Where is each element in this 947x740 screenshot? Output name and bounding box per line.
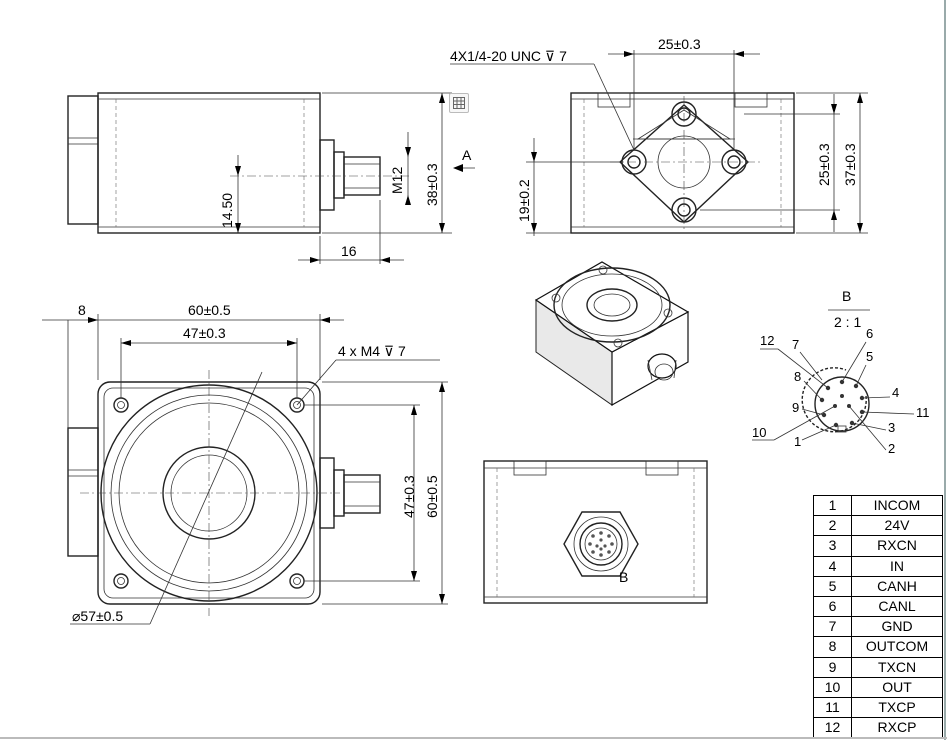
back-view: 25±0.3 4X1/4-20 UNC ⊽ 7 25±0.3 37±0.3 19… — [450, 36, 868, 236]
pin-signal: CANH — [851, 575, 943, 597]
pin-signal: OUTCOM — [851, 636, 943, 658]
detail-pin-1: 1 — [794, 434, 801, 449]
detail-title: B — [842, 288, 851, 304]
side-height-label: 38±0.3 — [424, 163, 440, 206]
back-outer-height-label: 37±0.3 — [842, 143, 858, 186]
connector-pins — [588, 531, 614, 557]
pin-number: 6 — [813, 595, 852, 618]
pin-number: 12 — [813, 717, 852, 739]
pin-number: 2 — [813, 515, 852, 537]
detail-pin-10: 10 — [752, 425, 766, 440]
isometric-view — [534, 261, 690, 407]
pin-signal: OUT — [851, 676, 943, 698]
connector-length-label: 16 — [341, 243, 357, 259]
detail-b: B 2 : 1 12 7 6 5 8 4 9 11 3 10 — [752, 288, 930, 456]
detail-pin-12: 12 — [760, 333, 774, 348]
pin-number: 9 — [813, 656, 852, 678]
pin-number: 8 — [813, 636, 852, 658]
detail-pin-11: 11 — [916, 405, 930, 420]
connector-view-label: B — [619, 569, 628, 585]
pin-signal: 24V — [851, 515, 943, 537]
detail-pin-5: 5 — [866, 349, 873, 364]
detail-pin-2: 2 — [888, 441, 895, 456]
pin-signal: IN — [851, 555, 943, 577]
back-thread-label: 4X1/4-20 UNC ⊽ 7 — [450, 48, 567, 64]
page-border-right — [944, 0, 946, 740]
pin-number: 4 — [813, 555, 852, 577]
connector-view: B — [483, 460, 708, 604]
front-spacing-label: 47±0.3 — [183, 325, 226, 341]
front-view: 60±0.5 8 47±0.3 4 x M4 ⊽ 7 47±0.3 60±0.5… — [42, 302, 448, 625]
detail-pin-4: 4 — [892, 385, 899, 400]
front-outer-height-label: 60±0.5 — [424, 475, 440, 518]
pin-signal: TXCP — [851, 696, 943, 719]
page-border-bottom — [0, 737, 947, 739]
detail-pin-8: 8 — [794, 369, 801, 384]
front-inner-height-label: 47±0.3 — [401, 475, 417, 518]
detail-pin-6: 6 — [866, 326, 873, 341]
side-view: 38±0.3 M12 14.50 16 A — [67, 92, 475, 264]
detail-pin-3: 3 — [888, 420, 895, 435]
pin-signal: GND — [851, 616, 943, 638]
front-edge-label: 8 — [78, 302, 86, 318]
detail-scale: 2 : 1 — [834, 314, 861, 330]
pin-signal: RXCP — [851, 717, 943, 739]
detail-pin-9: 9 — [792, 400, 799, 415]
pin-signal: CANL — [851, 595, 943, 618]
back-inner-height-label: 25±0.3 — [816, 143, 832, 186]
pin-number: 11 — [813, 696, 852, 719]
pin-signal: INCOM — [851, 494, 943, 517]
front-diameter-label: ⌀57±0.5 — [72, 608, 123, 624]
pin-number: 10 — [813, 676, 852, 698]
pin-number: 1 — [813, 494, 852, 517]
thread-label: M12 — [389, 167, 405, 194]
back-spacing-label: 25±0.3 — [658, 36, 701, 52]
detail-pin-7: 7 — [792, 337, 799, 352]
side-offset-label: 14.50 — [219, 193, 235, 228]
front-width-label: 60±0.5 — [188, 302, 231, 318]
pin-number: 3 — [813, 535, 852, 557]
back-offset-label: 19±0.2 — [516, 179, 532, 222]
pin-number: 7 — [813, 616, 852, 638]
pin-signal: RXCN — [851, 535, 943, 557]
view-arrow-label: A — [462, 147, 472, 163]
pin-number: 5 — [813, 575, 852, 597]
pin-signal: TXCN — [851, 656, 943, 678]
front-thread-label: 4 x M4 ⊽ 7 — [338, 343, 406, 359]
table-icon[interactable] — [449, 93, 469, 113]
